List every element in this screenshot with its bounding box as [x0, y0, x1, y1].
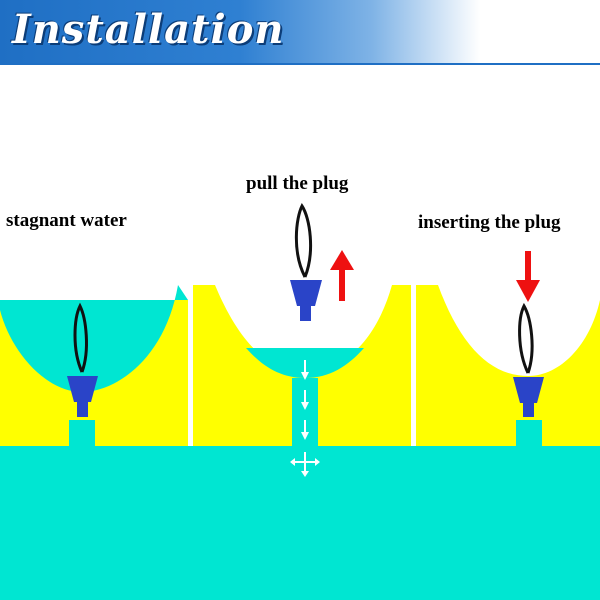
- stagnant-water-label: stagnant water: [6, 210, 127, 231]
- drain-flow-arrows-icon: [290, 360, 320, 477]
- panel-gap-2: [411, 285, 416, 446]
- pull-the-plug-label: pull the plug: [246, 173, 349, 194]
- left-standing-water: [0, 285, 188, 392]
- inserting-the-plug-label: inserting the plug: [418, 212, 561, 233]
- middle-drain-plug: [290, 203, 322, 321]
- panel-gap-1: [188, 285, 193, 446]
- push-down-arrow-icon: [516, 251, 540, 302]
- banner-rule: [0, 63, 600, 65]
- right-drain-water: [516, 420, 542, 446]
- title-banner: [0, 0, 600, 64]
- left-drain-plug: [67, 302, 98, 417]
- water-reservoir: [0, 446, 600, 600]
- pull-up-arrow-icon: [330, 250, 354, 301]
- right-drain-plug: [513, 302, 544, 417]
- page-title: Installation: [12, 6, 285, 53]
- left-drain-water: [69, 420, 95, 446]
